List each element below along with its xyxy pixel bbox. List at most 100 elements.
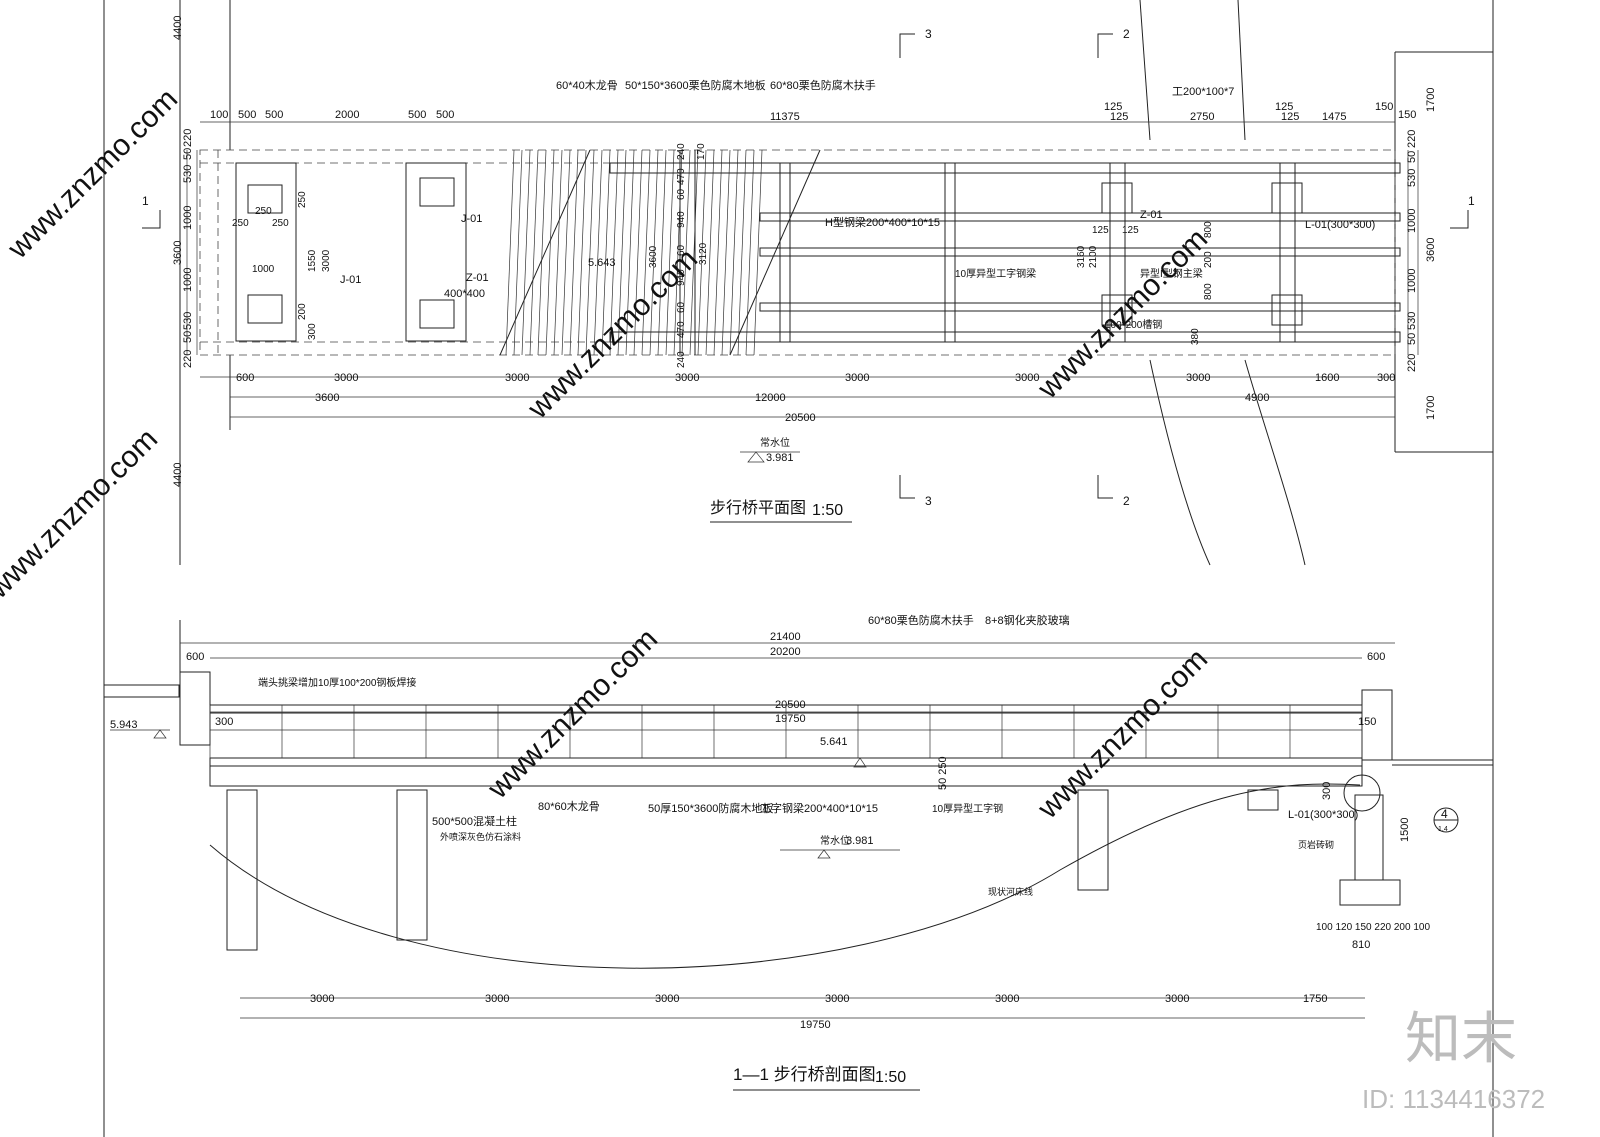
dim-inner: 3160 (1076, 245, 1087, 268)
detail-bubble-number: 4 (1441, 807, 1448, 821)
section-title-scale: 1:50 (875, 1069, 906, 1086)
sec-dim-bottom: 3000 (825, 993, 849, 1005)
note-channel: 100*200槽钢 (1105, 318, 1162, 331)
dim-bottom-1: 3000 (1015, 372, 1039, 384)
dim-bottom-1: 3000 (505, 372, 529, 384)
sec-foot-dims: 100 120 150 220 200 100 (1316, 922, 1430, 933)
dim-left: 1000 (182, 268, 194, 292)
sec-dim-600-right: 600 (1367, 651, 1385, 663)
dim-inner: 3120 (698, 242, 709, 265)
dim-right: 1700 (1425, 396, 1437, 420)
dim-inner: 60 (676, 244, 687, 256)
section-mark-1-left: 1 (142, 194, 149, 208)
sec-note-column-finish: 外喷深灰色仿石涂料 (440, 831, 521, 842)
decking-hatch-line (601, 149, 611, 356)
plan-right-dims: 1700 220 50 530 1000 3600 1000 530 50 22… (1406, 88, 1437, 420)
dim-bottom-1: 1600 (1315, 372, 1339, 384)
dim-bottom-1: 3000 (675, 372, 699, 384)
dim-inner: 200 (297, 303, 308, 320)
note-j01-a: J-01 (461, 213, 482, 225)
sec-note-column: 500*500混凝土柱 (432, 814, 517, 828)
dim-bottom-2: 3600 (315, 392, 339, 404)
sec-elev-deck: 5.641 (820, 736, 848, 748)
dim-bottom-1: 600 (236, 372, 254, 384)
decking-hatch-line (617, 149, 627, 356)
dim-left: 530 (182, 312, 194, 330)
dim-inner: 3600 (648, 245, 659, 268)
dim-inner: 800 (1203, 221, 1214, 238)
dim-inner: 800 (1203, 283, 1214, 300)
dim-bottom-2: 4900 (1245, 392, 1269, 404)
dim-inner: 250 (232, 218, 249, 229)
dim-inner: 470 (676, 321, 687, 338)
dim-top: 2750 (1190, 111, 1214, 123)
sec-foot-total: 810 (1352, 939, 1370, 951)
dim-top: 150 (1375, 101, 1393, 113)
dim-bottom-1: 300 (1377, 372, 1395, 384)
sec-note-riverbed: 现状河床线 (988, 886, 1033, 897)
sec-dim-20200: 20200 (770, 646, 801, 658)
sec-dim-300-right: 300 (1321, 782, 1333, 800)
watermark-id: ID: 1134416372 (1362, 1084, 1545, 1114)
sec-note-l01: L-01(300*300) (1288, 809, 1358, 821)
plan-title-text: 步行桥平面图 (710, 499, 806, 517)
plan-view: 3 2 3 2 1 1 60*40木龙骨 50*150*3600栗色防腐木地板 … (142, 0, 1493, 566)
dim-top: 125 (1275, 101, 1293, 113)
watermark-site: www.znzmo.com (481, 622, 664, 805)
dim-bottom-1: 3000 (334, 372, 358, 384)
sec-note-handrail: 60*80栗色防腐木扶手 (868, 613, 974, 627)
plan-water-level-label: 常水位 (760, 436, 790, 449)
dim-left: 4400 (172, 463, 184, 487)
dim-total: 20500 (785, 412, 816, 424)
sec-dim-300: 300 (215, 716, 233, 728)
section-mark-2-top: 2 (1123, 27, 1130, 41)
dim-inner: 940 (676, 269, 687, 286)
plan-steel-frame (609, 150, 1401, 355)
note-handrail: 60*80栗色防腐木扶手 (770, 78, 876, 92)
note-h-beam: H型钢梁200*400*10*15 (825, 215, 940, 229)
dim-top: 150 (1398, 109, 1416, 121)
decking-hatch-line (673, 149, 683, 356)
decking-hatch-line (593, 149, 603, 356)
sec-note-joist: 80*60木龙骨 (538, 800, 600, 813)
sec-dim-bottom: 3000 (1165, 993, 1189, 1005)
sec-dim-bottom-total: 19750 (800, 1019, 831, 1031)
section-title: 1—1 步行桥剖面图 1:50 (733, 1065, 920, 1091)
section-mark-3-top: 3 (925, 27, 932, 41)
sec-dim-19750: 19750 (775, 713, 806, 725)
dim-inner: 250 (297, 191, 308, 208)
plan-inner-dims: 250 250 250 1000 1550 3000 300 200 250 3… (232, 143, 1214, 368)
dim-left: 50 (182, 331, 194, 343)
dim-inner: 2100 (1088, 245, 1099, 268)
decking-hatch-line (633, 149, 643, 356)
plan-dimension-lines (186, 121, 1419, 463)
decking-hatch-line (561, 149, 571, 356)
note-web-beam: 10厚异型工字钢梁 (955, 267, 1036, 280)
sec-dim-bottom: 1750 (1303, 993, 1327, 1005)
dim-right: 50 (1406, 151, 1418, 163)
dim-inner: 200 (1203, 251, 1214, 268)
decking-hatch-line (641, 149, 651, 356)
deck-elevation: 5.643 (588, 257, 616, 269)
dim-top: 125 (1110, 111, 1128, 123)
decking-hatch-line (585, 149, 595, 356)
dim-right: 1000 (1406, 209, 1418, 233)
note-decking: 50*150*3600栗色防腐木地板 (625, 78, 766, 92)
sec-note-decking: 50厚150*3600防腐木地板 (648, 801, 773, 815)
dim-top: 100 (210, 109, 228, 121)
dim-inner: 250 (255, 206, 272, 217)
section-cut-marks (142, 33, 1469, 499)
dim-top: 500 (408, 109, 426, 121)
sec-note-web-beam: 10厚异型工字钢 (932, 802, 1003, 815)
sec-dim-bottom: 3000 (485, 993, 509, 1005)
sec-dim-21400: 21400 (770, 631, 801, 643)
dim-left: 1000 (182, 206, 194, 230)
decking-hatch-line (505, 149, 515, 356)
dim-right: 220 (1406, 354, 1418, 372)
dim-right: 3600 (1425, 238, 1437, 262)
plan-water-level-value: 3.981 (766, 452, 794, 464)
section-mark-3-bottom: 3 (925, 494, 932, 508)
plan-title-scale: 1:50 (812, 502, 843, 519)
dim-inner: 940 (676, 211, 687, 228)
